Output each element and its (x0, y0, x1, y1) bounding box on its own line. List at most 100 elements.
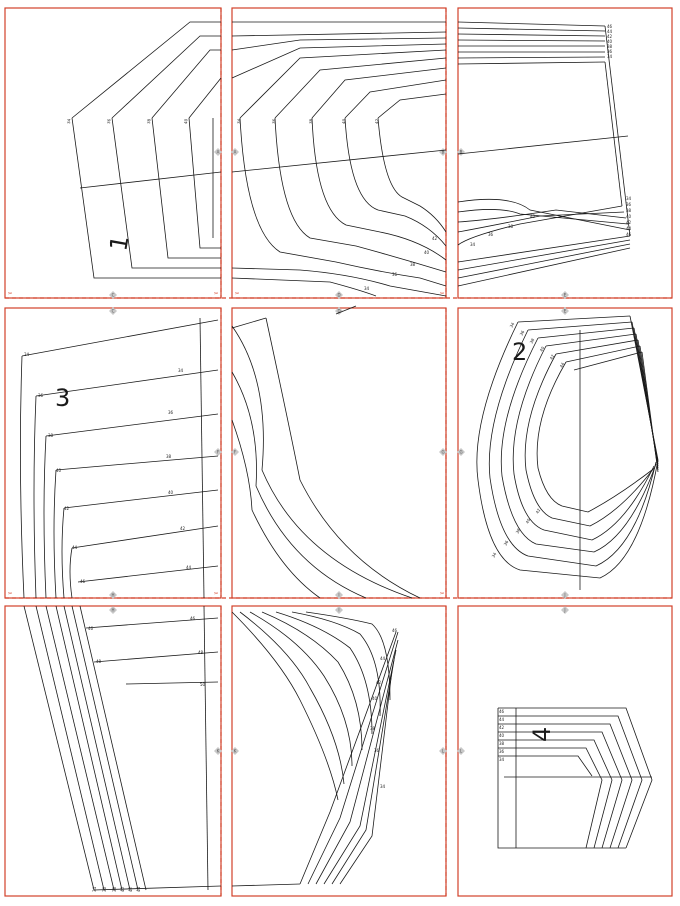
size-label: 36 (106, 118, 111, 124)
size-label: 40 (168, 490, 174, 495)
tile-3 (457, 7, 673, 299)
piece-4-size-labels: 46 44 42 40 38 36 34 (499, 709, 505, 762)
size-label: 34 (380, 784, 386, 789)
svg-text:B: B (442, 150, 445, 155)
size-label: 44 (136, 886, 141, 892)
svg-text:✂: ✂ (214, 291, 218, 297)
size-label: 40 (120, 886, 125, 892)
size-label: 34 (607, 54, 613, 59)
svg-text:✂: ✂ (214, 591, 218, 597)
size-label: 36 (392, 272, 398, 277)
mark-a2: A (231, 148, 239, 156)
piece-3-size-labels: 34 36 38 40 42 44 46 34 36 38 40 42 44 4… (24, 352, 206, 892)
mark-e2: E (561, 307, 569, 315)
svg-text:E: E (564, 293, 567, 298)
size-label: 44 (186, 565, 192, 570)
svg-text:✂: ✂ (235, 291, 239, 297)
piece-number-3: 3 (55, 384, 70, 412)
size-label: 44 (607, 29, 613, 34)
size-label: 42 (535, 507, 542, 514)
mark-h1: H (109, 591, 117, 599)
size-label: 36 (519, 329, 526, 336)
piece-3-side-labels: 34 36 38 40 42 44 46 (370, 628, 398, 789)
size-label: 42 (626, 220, 632, 225)
svg-text:J: J (563, 608, 565, 613)
mark-f2: F (231, 448, 239, 456)
piece-3-side (231, 305, 421, 887)
piece-3-lines (20, 317, 222, 891)
size-label: 46 (626, 232, 632, 237)
size-label: 44 (626, 226, 632, 231)
size-label: 34 (509, 321, 516, 328)
size-label: 42 (432, 236, 438, 241)
svg-text:L: L (442, 749, 445, 754)
size-label: 36 (607, 49, 613, 54)
svg-text:F: F (217, 450, 220, 455)
size-label: 46 (392, 628, 398, 633)
piece-2-lines (476, 315, 659, 590)
size-label: 38 (626, 208, 632, 213)
size-label: 34 (470, 242, 476, 247)
mark-f1: F (214, 448, 222, 456)
size-label: 40 (499, 733, 505, 738)
mark-j2: J (561, 606, 569, 614)
mark-l1: L (439, 747, 447, 755)
size-label: 50 (200, 682, 206, 687)
piece-number-1: 1 (104, 233, 134, 253)
svg-text:L: L (460, 749, 463, 754)
piece-1-lines (71, 21, 222, 279)
piece-1-right (457, 21, 631, 287)
size-label: 38 (515, 527, 522, 534)
size-label: 42 (64, 506, 70, 511)
size-label: 36 (374, 748, 380, 753)
size-label: 36 (168, 410, 174, 415)
size-label: 36 (499, 749, 505, 754)
size-label: 44 (380, 656, 386, 661)
svg-text:✂: ✂ (440, 591, 444, 597)
mark-j1: J (561, 591, 569, 599)
size-label: 38 (410, 262, 416, 267)
size-label: 42 (549, 353, 556, 360)
size-label: 38 (607, 44, 613, 49)
svg-text:✂: ✂ (8, 591, 12, 597)
size-label: 36 (102, 886, 107, 892)
size-label: 38 (499, 741, 505, 746)
svg-text:G: G (441, 450, 444, 455)
mark-c: C (109, 291, 117, 299)
svg-text:J: J (563, 593, 565, 598)
piece-number-2: 2 (512, 338, 527, 366)
mark-i2: I (335, 606, 343, 614)
size-label: 46 (190, 616, 196, 621)
mark-g2: G (457, 448, 465, 456)
size-label: 40 (424, 250, 430, 255)
size-label: 38 (112, 886, 117, 892)
tile-5 (231, 307, 447, 599)
svg-text:A: A (217, 150, 220, 155)
mark-e1: E (561, 291, 569, 299)
size-label: 40 (56, 468, 62, 473)
mark-l2: L (457, 747, 465, 755)
svg-text:H: H (111, 593, 114, 598)
size-label: 48 (96, 659, 102, 664)
size-label: 34 (92, 886, 97, 892)
size-label: 42 (376, 680, 382, 685)
size-label: 40 (341, 118, 346, 124)
svg-text:C: C (112, 309, 115, 314)
mark-g1: G (439, 448, 447, 456)
size-label: 42 (374, 118, 379, 124)
size-label: 34 (178, 368, 184, 373)
size-label: 34 (491, 551, 498, 558)
mark-i1: I (335, 591, 343, 599)
size-label: 34 (24, 352, 30, 357)
size-label: 36 (488, 232, 494, 237)
svg-text:C: C (112, 293, 115, 298)
piece-2-size-labels: 34 36 38 40 42 44 34 36 38 40 42 (491, 321, 566, 558)
svg-text:A: A (234, 150, 237, 155)
svg-text:K: K (217, 749, 220, 754)
tile-grid: ✂ ✂ ✂ ✂ ✂ ✂ ✂ (4, 7, 673, 897)
size-label: 34 (626, 196, 632, 201)
size-label: 34 (499, 757, 505, 762)
size-label: 36 (626, 202, 632, 207)
size-label: 46 (88, 626, 94, 631)
size-label: 38 (308, 118, 313, 124)
